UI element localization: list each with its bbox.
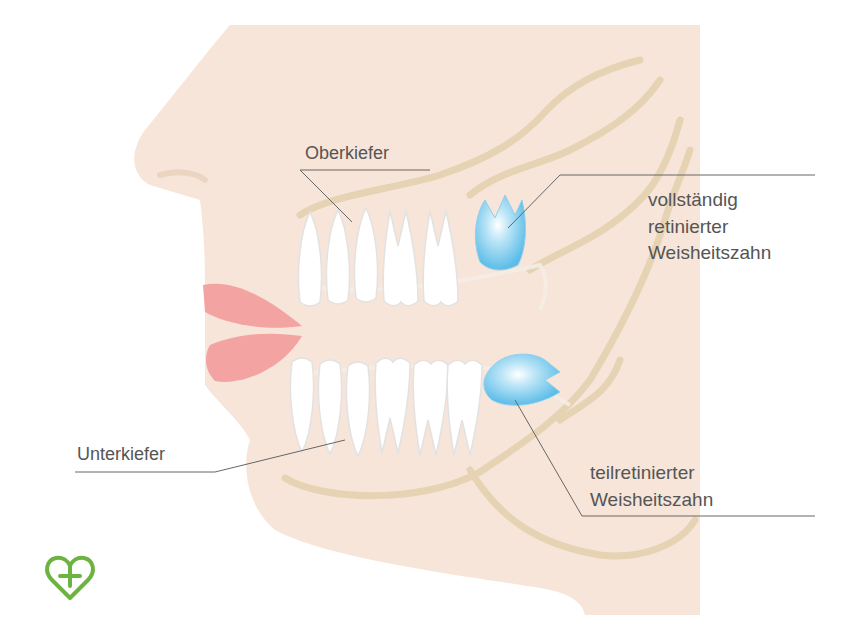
nostril (160, 172, 205, 180)
leader-lines (75, 170, 815, 516)
upper-teeth (298, 208, 458, 306)
tooth-label: teilretinierter Weisheitszahn (590, 460, 740, 513)
jaw-label: Oberkiefer (305, 141, 505, 166)
wisdom-tooth-lower (484, 354, 560, 405)
lower-lip (206, 334, 302, 382)
face-silhouette (134, 25, 700, 615)
jaw-label: Unterkiefer (77, 442, 277, 467)
logo (47, 558, 93, 598)
tooth-label: vollständig retinierter Weisheitszahn (648, 187, 788, 267)
upper-lip (203, 284, 302, 328)
wisdom-tooth-upper (475, 195, 525, 270)
lower-teeth (290, 358, 482, 456)
